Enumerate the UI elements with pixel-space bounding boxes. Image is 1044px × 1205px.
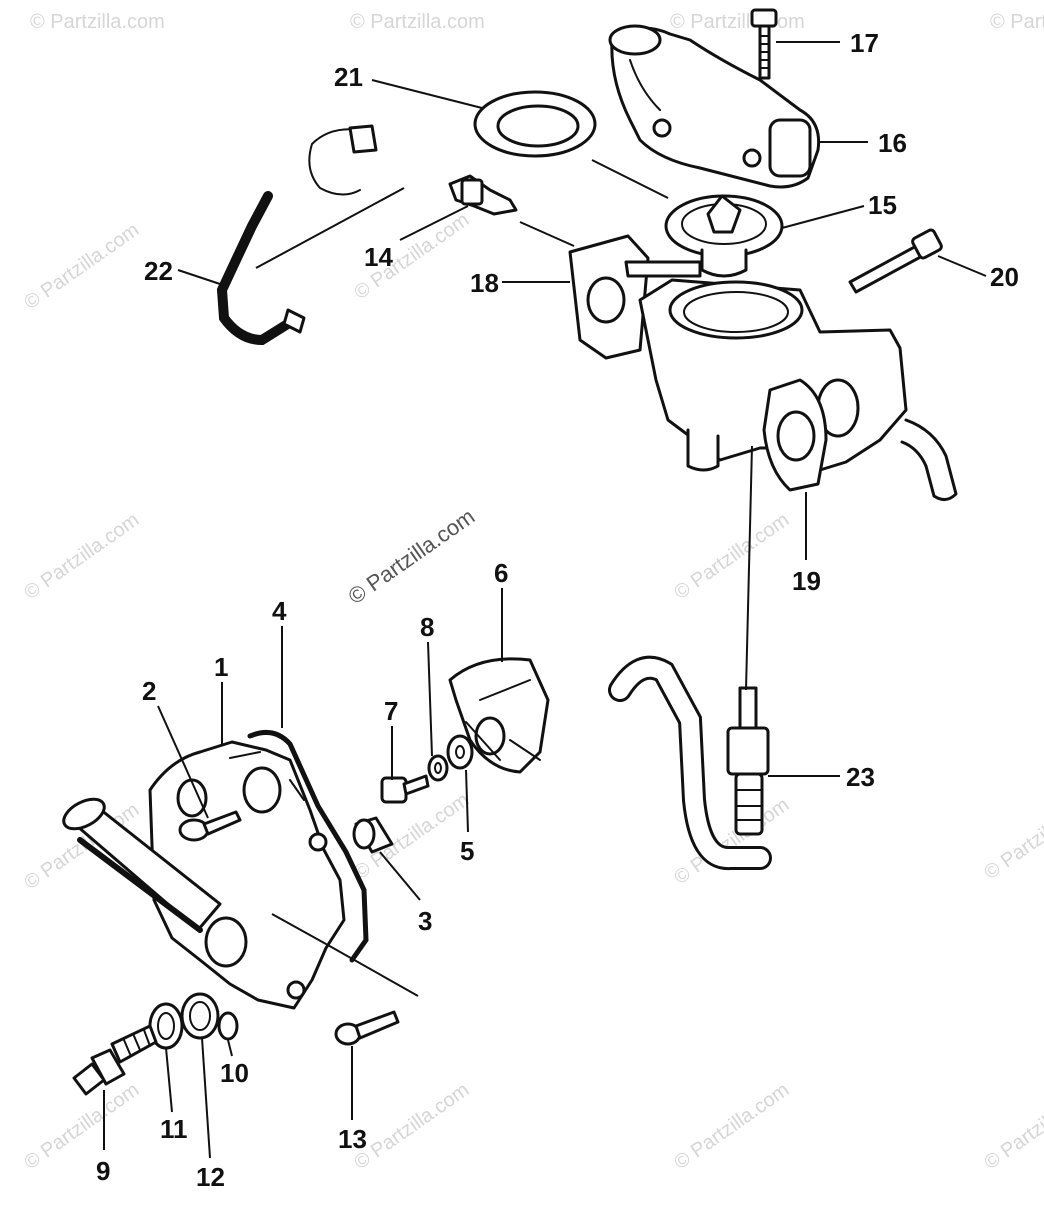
callout-16: 16: [878, 128, 907, 158]
watermark-text: © Partzilla.com: [670, 509, 793, 604]
part-21-o-ring: [473, 90, 597, 158]
watermark-text: © Partzilla.com: [980, 789, 1044, 884]
leader-5: [465, 769, 469, 833]
part-10-washer: [217, 1011, 239, 1041]
watermark-text: © Partzilla.com: [30, 11, 165, 33]
leader-20: [937, 255, 987, 277]
watermark-text: © Partzilla.com: [20, 219, 143, 314]
part-1-inlet-pipe: [62, 797, 222, 933]
watermark-text: © Partzilla.com: [990, 11, 1044, 33]
callout-13: 13: [338, 1124, 367, 1154]
callout-22: 22: [144, 256, 173, 286]
assembly-axis: [271, 913, 327, 945]
watermark-text: © Partzilla.com: [20, 509, 143, 604]
callout-5: 5: [460, 836, 474, 866]
leader-10: [227, 1039, 233, 1057]
callout-4: 4: [272, 596, 287, 626]
callout-18: 18: [470, 268, 499, 298]
leader-12: [201, 1037, 211, 1159]
assembly-axis: [325, 943, 419, 997]
part-3-collar: [352, 816, 394, 854]
part-20-bolt: [848, 228, 943, 294]
leader-22: [177, 269, 227, 287]
part-9-drain-bolt: [72, 1024, 158, 1096]
leader-2: [157, 705, 209, 819]
part-23-hose-with-sensor: [608, 655, 772, 870]
callout-6: 6: [494, 558, 508, 588]
part-8-washer: [427, 754, 449, 782]
callout-7: 7: [384, 696, 398, 726]
assembly-axis: [745, 445, 753, 691]
assembly-axis: [591, 159, 669, 199]
callout-17: 17: [850, 28, 879, 58]
callout-12: 12: [196, 1162, 225, 1192]
assembly-axis: [255, 187, 405, 269]
part-5-washer: [446, 734, 474, 770]
leader-3: [379, 851, 421, 901]
callout-11: 11: [160, 1114, 188, 1144]
callout-19: 19: [792, 566, 821, 596]
callout-23: 23: [846, 762, 875, 792]
watermark-text: © Partzilla.com: [350, 1079, 473, 1174]
watermark-text: © Partzilla.com: [980, 1079, 1044, 1174]
leader-11: [165, 1047, 173, 1113]
part-2-screw: [178, 810, 242, 842]
part-12-washer: [180, 992, 220, 1040]
leader-lines: [103, 41, 987, 1159]
callout-2: 2: [142, 676, 156, 706]
part-4-gasket: [247, 729, 369, 963]
callout-10: 10: [220, 1058, 249, 1088]
callout-21: 21: [334, 62, 363, 92]
callout-3: 3: [418, 906, 432, 936]
part-7-bolt: [380, 774, 430, 804]
part-16-thermostat-cover: [608, 24, 821, 189]
leader-21: [371, 79, 483, 109]
watermark-text: © Partzilla.com: [344, 504, 480, 610]
part-18-thermostat-housing: [568, 234, 958, 501]
callout-1: 1: [214, 652, 228, 682]
part-22-harness-clamp: [216, 124, 378, 346]
leader-8: [427, 641, 433, 757]
part-19-gasket: [762, 378, 828, 492]
callout-14: 14: [364, 242, 393, 272]
watermark-text: © Partzilla.com: [670, 11, 805, 33]
assembly-axis: [519, 221, 575, 247]
part-17-bolt: [750, 8, 778, 80]
leader-15: [781, 205, 865, 229]
watermark-layer: © Partzilla.com © Partzilla.com © Partzi…: [20, 11, 1044, 1174]
part-6-impeller: [448, 657, 550, 774]
leader-14: [399, 205, 469, 241]
part-14-temperature-sender: [448, 174, 518, 216]
callout-labels: 17 16 21 15 14 22 20 18 19 23 6 8 4 1 2 …: [96, 28, 1019, 1192]
part-13-screw: [334, 1010, 400, 1046]
part-15-thermostat: [664, 194, 784, 278]
callout-8: 8: [420, 612, 434, 642]
callout-15: 15: [868, 190, 897, 220]
callout-9: 9: [96, 1156, 110, 1186]
watermark-text: © Partzilla.com: [20, 1079, 143, 1174]
watermark-text: © Partzilla.com: [350, 11, 485, 33]
callout-20: 20: [990, 262, 1019, 292]
watermark-text: © Partzilla.com: [670, 1079, 793, 1174]
